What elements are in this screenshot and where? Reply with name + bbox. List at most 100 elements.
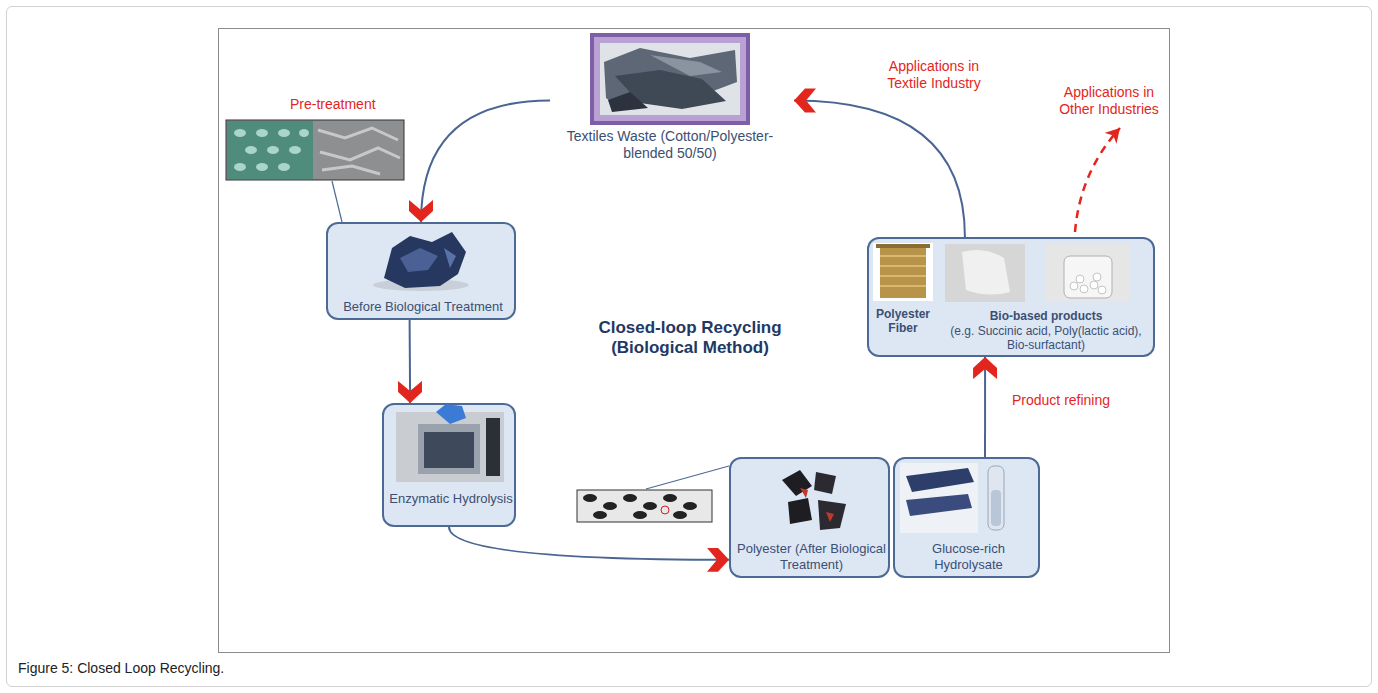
text-slot: Before Biological Treatment xyxy=(332,299,514,315)
text-slot: Figure 5: Closed Loop Recycling. xyxy=(18,660,618,677)
fabric-waste-photo xyxy=(590,33,750,125)
cycle-connector xyxy=(794,101,965,238)
microscope-image xyxy=(673,511,687,519)
microscope-image xyxy=(227,121,313,179)
hydrolysis-apparatus-picture xyxy=(436,404,466,424)
microscope-image xyxy=(577,490,712,522)
annotation-label: Applications in Other Industries xyxy=(1050,84,1168,118)
microscope-image xyxy=(234,129,246,137)
product-box: Polyester Fiber Bio-based products(e.g. S… xyxy=(867,237,1155,357)
hydrolysis-apparatus-picture xyxy=(396,412,504,482)
fabric-waste-photo xyxy=(590,33,750,125)
cycle-connector xyxy=(449,527,729,560)
microscope-image xyxy=(278,129,290,137)
text-slot: Applications in Other Industries xyxy=(1050,84,1168,118)
cycle-connector xyxy=(421,101,550,223)
microscope-image xyxy=(318,128,400,174)
pellet-product-picture xyxy=(1045,244,1130,302)
test-tube-picture xyxy=(906,494,972,516)
dashed-arrow xyxy=(1075,128,1120,232)
microscope-image xyxy=(593,511,607,519)
polyester-pieces-picture xyxy=(788,498,812,524)
polyester-pieces-picture xyxy=(818,500,846,530)
leader-line xyxy=(646,466,729,489)
text-slot: (e.g. Succinic acid, Poly(lactic acid), … xyxy=(941,324,1151,353)
microscope-image xyxy=(267,146,279,154)
fabric-waste-photo xyxy=(608,92,648,112)
test-tube-picture xyxy=(900,463,978,533)
test-tube-picture xyxy=(900,463,1004,533)
pellet-product-picture xyxy=(1090,281,1098,289)
cycle-connector xyxy=(409,320,412,403)
process-box: Glucose-rich Hydrolysate xyxy=(893,457,1040,578)
film-product-picture xyxy=(945,244,1025,302)
pellet-product-picture xyxy=(1064,256,1112,298)
node-text: Enzymatic Hydrolysis xyxy=(388,491,514,507)
textile-waste-node: Textiles Waste (Cotton/Polyester-blended… xyxy=(550,33,794,168)
fiber-spool-picture xyxy=(880,256,926,286)
text-slot: Polyester Fiber xyxy=(872,307,934,336)
fabric-sample-picture xyxy=(400,248,438,272)
fabric-sample-picture xyxy=(444,248,456,268)
node-text: Before Biological Treatment xyxy=(332,299,514,315)
text-slot: Pre-treatment xyxy=(288,95,398,113)
text-slot: Polyester (After Biological Treatment) xyxy=(735,541,888,572)
microscope-image xyxy=(256,163,268,171)
pellet-product-picture xyxy=(1098,286,1106,294)
figure-caption: Figure 5: Closed Loop Recycling. xyxy=(18,660,618,677)
edge-label: Pre-treatment xyxy=(288,96,378,113)
microscope-image xyxy=(245,146,257,154)
polyester-pieces-picture xyxy=(826,512,834,522)
text-slot: Textiles Waste (Cotton/Polyester-blended… xyxy=(550,128,790,162)
polyester-pieces-picture xyxy=(800,488,808,498)
test-tube-picture xyxy=(991,490,1001,526)
process-box: Polyester (After Biological Treatment) xyxy=(729,457,890,578)
microscope-image xyxy=(683,502,697,510)
fabric-sample-picture xyxy=(373,232,469,291)
pellet-product-picture xyxy=(1093,273,1101,281)
pellet-product-picture xyxy=(1045,244,1130,302)
pellet-product-picture xyxy=(1076,275,1084,283)
microscope-image xyxy=(577,490,712,522)
microscope-image xyxy=(226,120,404,180)
fiber-spool-picture xyxy=(873,243,933,301)
node-text: Bio-based products xyxy=(941,309,1151,323)
microscope-image xyxy=(234,163,246,171)
center-title: Closed-loop Recycling (Biological Method… xyxy=(570,318,810,359)
node-text: Polyester Fiber xyxy=(872,307,934,336)
microscope-image xyxy=(583,494,597,502)
edge-label: Product refining xyxy=(1010,392,1112,409)
fabric-waste-photo xyxy=(650,55,722,76)
hydrolysis-apparatus-picture xyxy=(418,424,480,474)
process-box: Enzymatic Hydrolysis xyxy=(382,403,516,527)
microscope-image xyxy=(643,502,657,510)
text-slot: Applications in Textile Industry xyxy=(866,58,1002,92)
film-product-picture xyxy=(962,250,1010,295)
fabric-waste-photo xyxy=(604,48,737,110)
polyester-pieces-picture xyxy=(814,472,836,494)
fabric-waste-photo xyxy=(594,37,746,121)
text-slot: Product refining xyxy=(1010,391,1134,409)
microscope-image xyxy=(661,506,669,514)
edge-label: Applications in Textile Industry xyxy=(866,58,1002,92)
microscope-image xyxy=(663,494,677,502)
microscope-image xyxy=(226,120,404,180)
node-text: Polyester (After Biological Treatment) xyxy=(735,541,888,572)
cycle-connector xyxy=(984,357,986,457)
microscope-image xyxy=(256,129,268,137)
test-tube-picture xyxy=(906,468,974,492)
node-text: Textiles Waste (Cotton/Polyester-blended… xyxy=(550,128,790,162)
node-text: (e.g. Succinic acid, Poly(lactic acid), … xyxy=(941,324,1151,353)
leader-line xyxy=(332,181,342,222)
text-slot: Glucose-rich Hydrolysate xyxy=(899,541,1038,572)
test-tube-picture xyxy=(988,466,1004,530)
pellet-product-picture xyxy=(1080,285,1088,293)
fabric-waste-photo xyxy=(600,43,740,115)
pellet-product-picture xyxy=(1070,282,1078,290)
fabric-sample-picture xyxy=(373,279,469,291)
fiber-spool-picture xyxy=(880,246,926,298)
microscope-image xyxy=(289,146,301,154)
text-slot: Bio-based products xyxy=(941,309,1151,323)
microscope-image xyxy=(633,511,647,519)
